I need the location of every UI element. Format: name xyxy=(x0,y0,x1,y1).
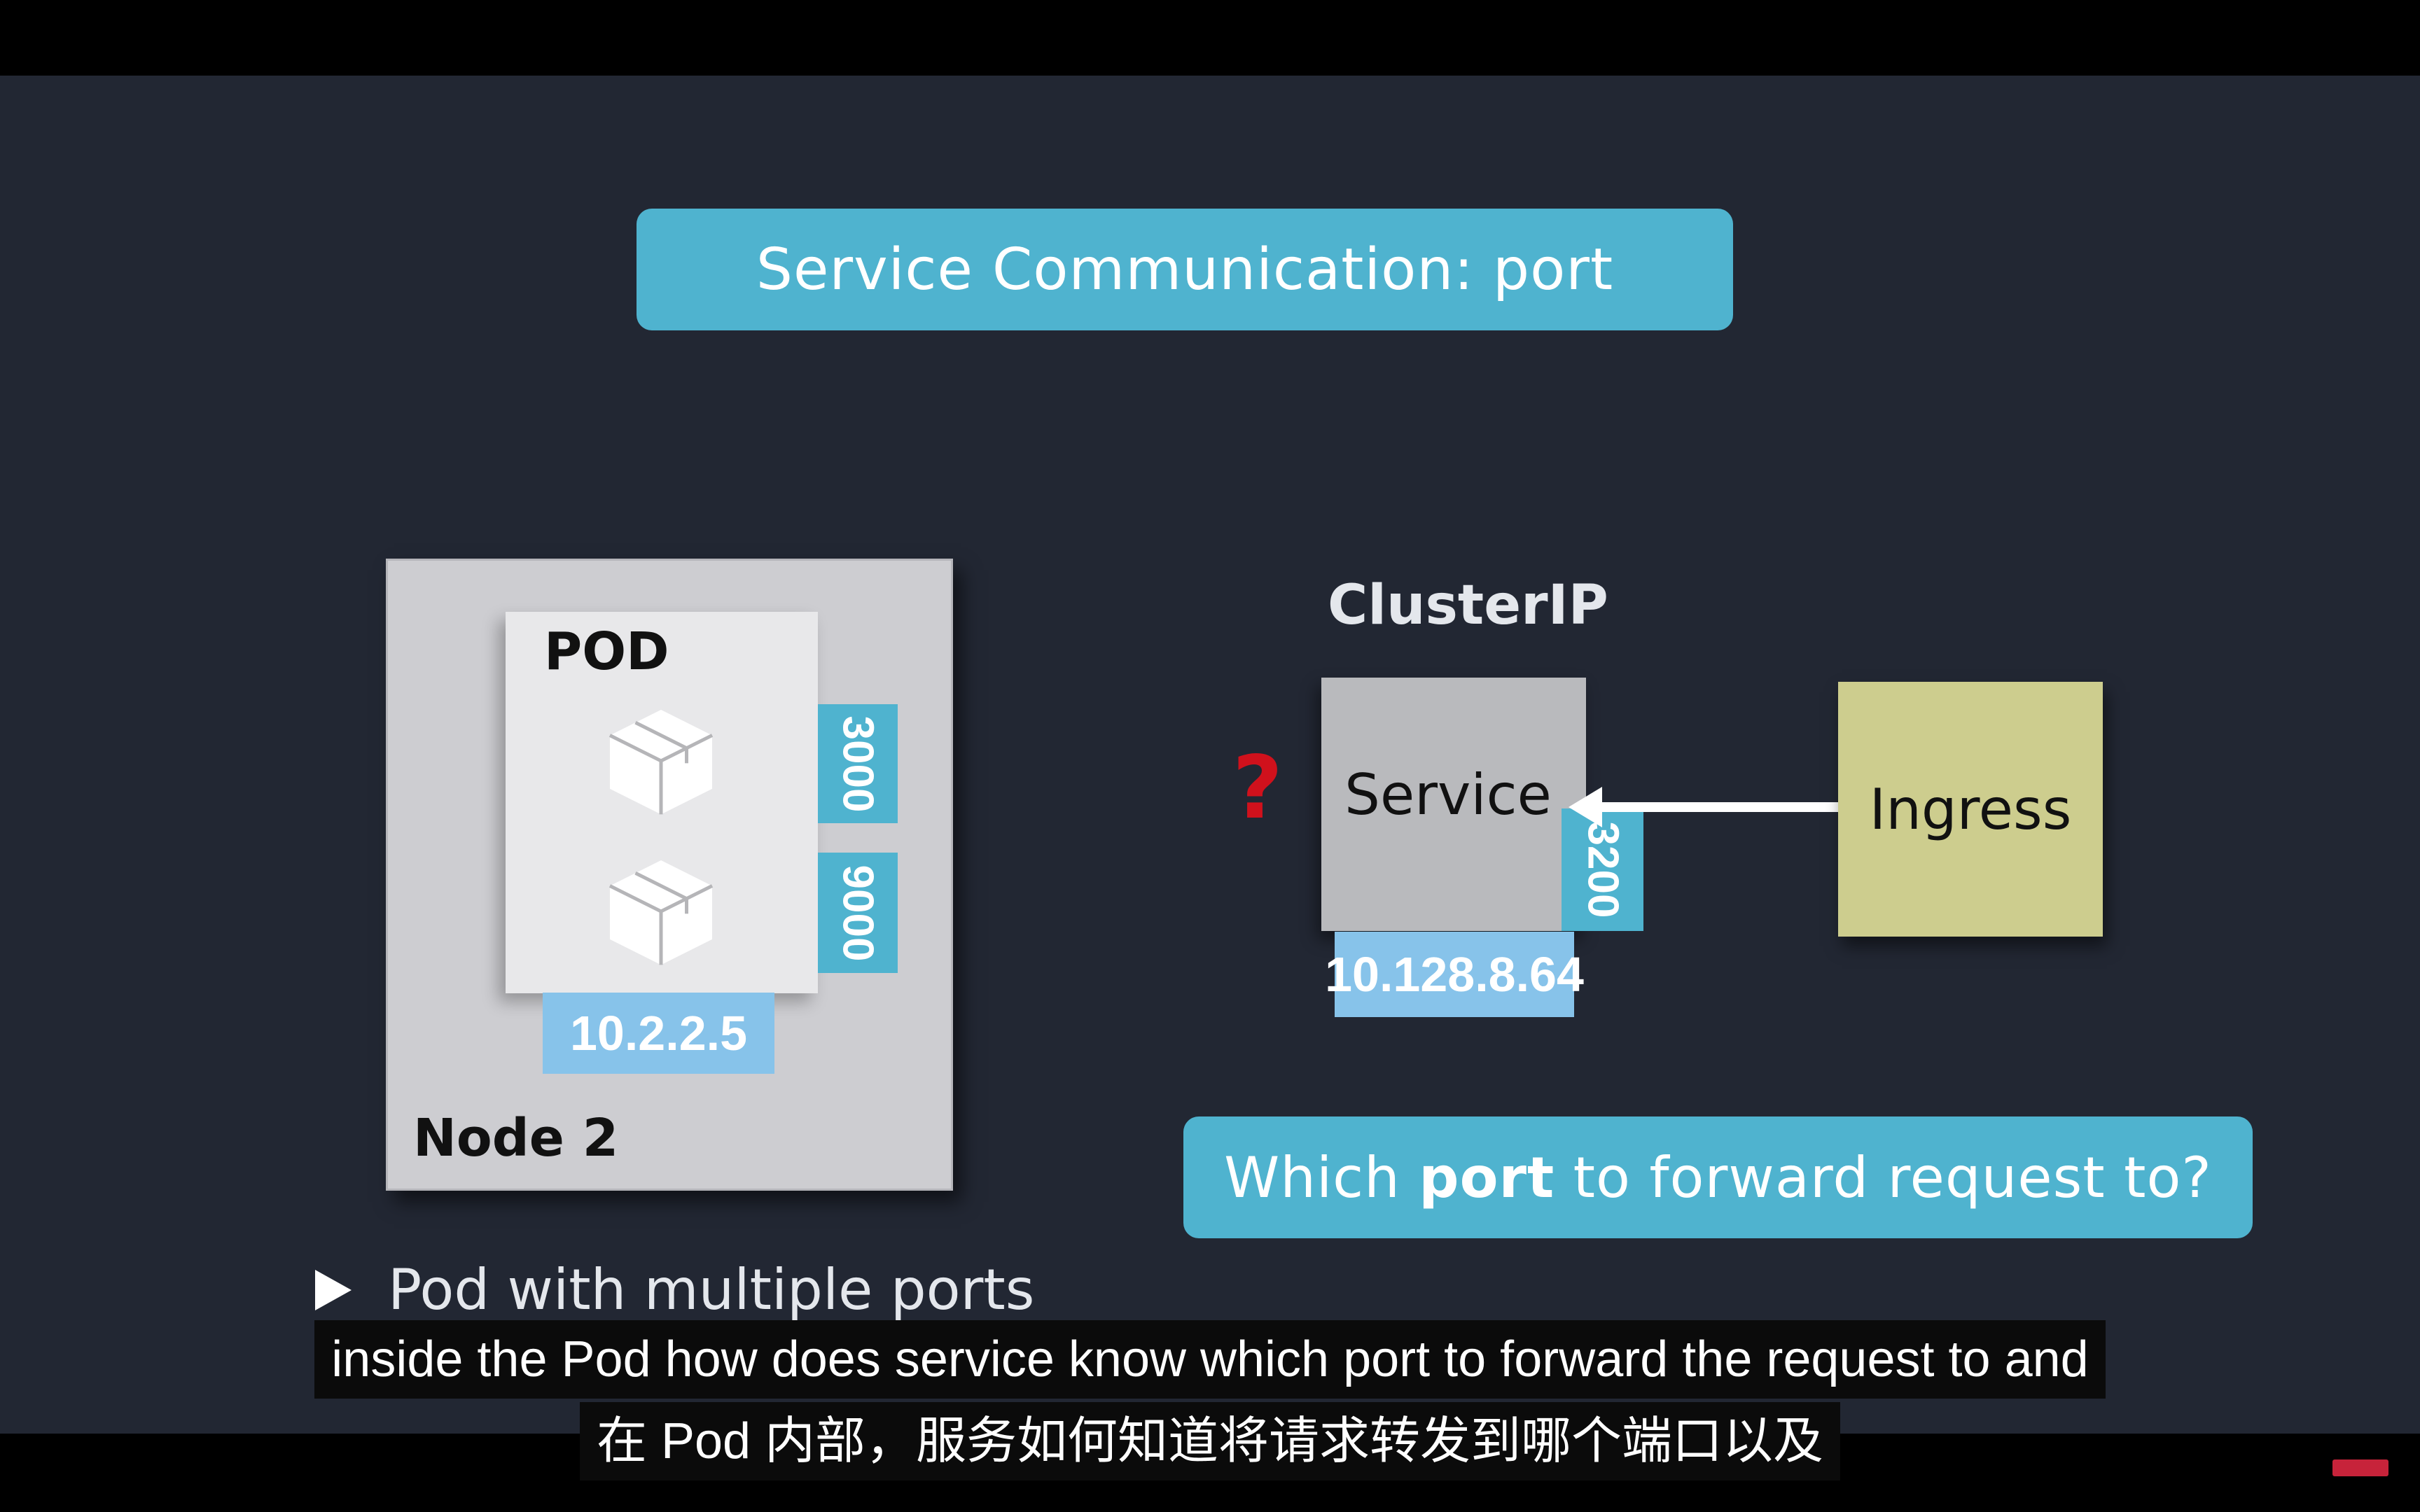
container-cube-icon xyxy=(609,860,714,965)
service-box: Service xyxy=(1321,678,1586,931)
bullet-item: Pod with multiple ports xyxy=(315,1257,1034,1322)
service-label: Service xyxy=(1344,762,1552,827)
play-bullet-icon xyxy=(315,1269,352,1310)
pod-port-3000: 3000 xyxy=(818,704,898,823)
arrow-left-icon xyxy=(1569,787,1843,827)
service-port-3200: 3200 xyxy=(1562,808,1643,931)
container-cube-icon xyxy=(609,709,714,815)
pod-port-9000: 9000 xyxy=(818,853,898,973)
subscribe-badge[interactable] xyxy=(2332,1460,2388,1476)
subtitle-chinese: 在 Pod 内部，服务如何知道将请求转发到哪个端口以及 xyxy=(0,1402,2420,1480)
slide-title: Service Communication: port xyxy=(756,236,1614,303)
question-mark: ? xyxy=(1232,738,1283,839)
pod-ip-label: 10.2.2.5 xyxy=(543,993,774,1074)
service-ip-label: 10.128.8.64 xyxy=(1325,932,1584,1017)
node-label: Node 2 xyxy=(413,1108,619,1168)
pod-label: POD xyxy=(544,622,669,682)
ingress-label: Ingress xyxy=(1869,776,2072,842)
question-banner: Which port to forward request to? xyxy=(1183,1116,2253,1238)
bullet-text: Pod with multiple ports xyxy=(388,1257,1035,1322)
subtitle-english: inside the Pod how does service know whi… xyxy=(0,1320,2420,1399)
ingress-box: Ingress xyxy=(1838,682,2103,937)
presentation-slide: Service Communication: port POD 3000 900… xyxy=(0,76,2420,1434)
clusterip-label: ClusterIP xyxy=(1328,574,1608,637)
title-banner: Service Communication: port xyxy=(637,209,1733,330)
